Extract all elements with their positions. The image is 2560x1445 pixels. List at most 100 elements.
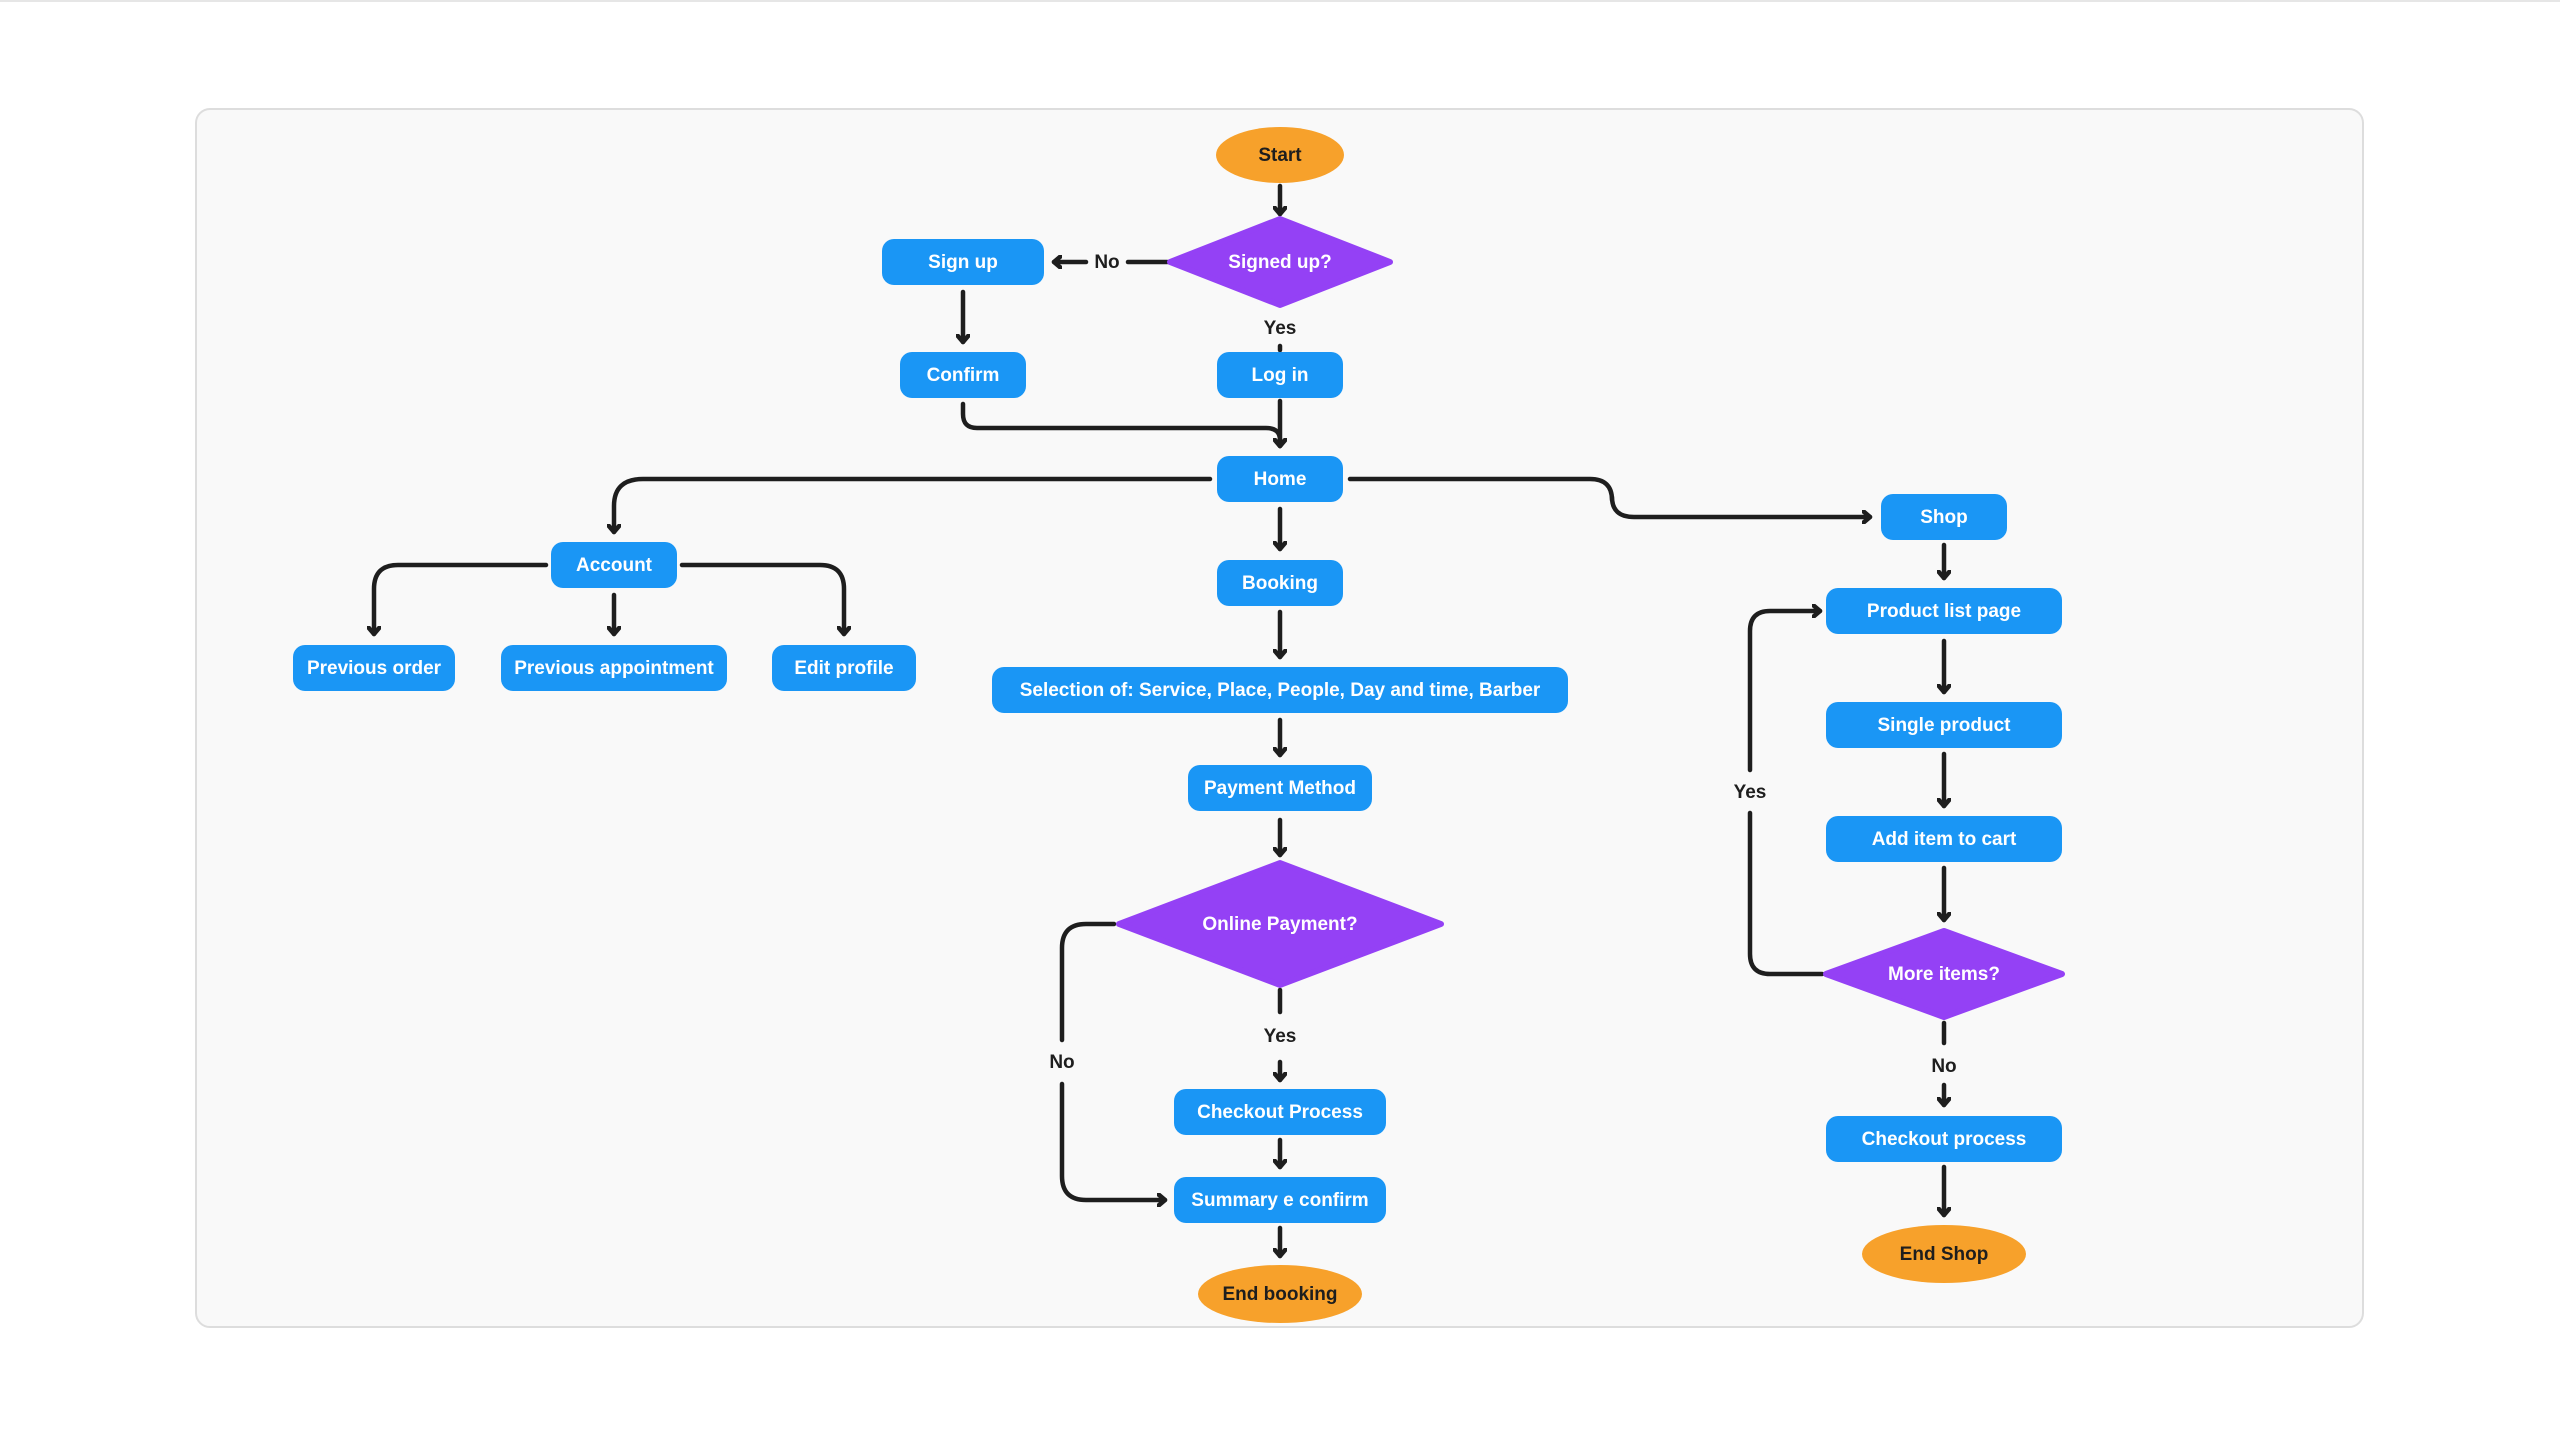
process-box: [1217, 456, 1343, 502]
node-confirm[interactable]: Confirm: [900, 352, 1026, 398]
edge-online-payment-to-checkout[interactable]: Yes: [1264, 987, 1297, 1083]
decision-diamond: [1167, 216, 1393, 308]
process-box: [1826, 702, 2062, 748]
node-label: Checkout Process: [1197, 1102, 1363, 1123]
edge-account-to-previous-order[interactable]: [374, 562, 549, 637]
edge-line: [374, 562, 549, 637]
edge-label: No: [1049, 1052, 1074, 1073]
process-box: [1826, 1116, 2062, 1162]
edge-line: [1059, 921, 1117, 1043]
node-add-to-cart[interactable]: Add item to cart: [1826, 816, 2062, 862]
node-label: Home: [1254, 469, 1307, 490]
process-box: [882, 239, 1044, 285]
node-label: Log in: [1252, 365, 1309, 386]
node-online-payment[interactable]: Online Payment?: [1116, 860, 1444, 988]
edge-line: [1747, 611, 1823, 773]
node-end-booking[interactable]: End booking: [1198, 1265, 1362, 1323]
terminal-oval: [1198, 1265, 1362, 1323]
edge-label: Yes: [1734, 782, 1767, 803]
node-label: Single product: [1878, 715, 2012, 736]
node-edit-profile[interactable]: Edit profile: [772, 645, 916, 691]
node-checkout-process-shop[interactable]: Checkout process: [1826, 1116, 2062, 1162]
decision-diamond: [1823, 928, 2065, 1020]
top-divider: [0, 0, 2560, 2]
node-label: Account: [576, 555, 653, 576]
edge-line: [1347, 476, 1873, 517]
decision-diamond: [1116, 860, 1444, 988]
node-label: Previous appointment: [514, 658, 714, 679]
node-label: Signed up?: [1228, 252, 1331, 273]
node-more-items[interactable]: More items?: [1823, 928, 2065, 1020]
node-label: Booking: [1242, 573, 1318, 594]
node-previous-order[interactable]: Previous order: [293, 645, 455, 691]
node-label: Confirm: [927, 365, 1000, 386]
edge-signed-up-to-log-in[interactable]: Yes: [1264, 318, 1297, 353]
edge-more-items-to-product-list[interactable]: Yes: [1734, 611, 1825, 977]
node-sign-up[interactable]: Sign up: [882, 239, 1044, 285]
edge-line: [1747, 810, 1825, 977]
node-label: Payment Method: [1204, 778, 1356, 799]
node-payment-method[interactable]: Payment Method: [1188, 765, 1372, 811]
process-box: [293, 645, 455, 691]
node-label: Start: [1258, 145, 1302, 166]
process-box: [1826, 816, 2062, 862]
node-booking[interactable]: Booking: [1217, 560, 1343, 606]
node-label: Product list page: [1867, 601, 2021, 622]
node-label: Summary e confirm: [1191, 1190, 1368, 1211]
process-box: [1174, 1177, 1386, 1223]
node-single-product[interactable]: Single product: [1826, 702, 2062, 748]
process-box: [551, 542, 677, 588]
process-box: [992, 667, 1568, 713]
edge-line: [1059, 1081, 1168, 1200]
terminal-oval: [1862, 1225, 2026, 1283]
edge-home-to-account[interactable]: [614, 476, 1213, 535]
node-summary-confirm[interactable]: Summary e confirm: [1174, 1177, 1386, 1223]
process-box: [772, 645, 916, 691]
terminal-oval: [1216, 127, 1344, 183]
node-label: More items?: [1888, 964, 2000, 985]
edge-home-to-shop[interactable]: [1347, 476, 1873, 517]
node-label: Online Payment?: [1202, 914, 1357, 935]
edge-account-to-edit-profile[interactable]: [679, 562, 844, 637]
process-box: [900, 352, 1026, 398]
node-label: Checkout process: [1862, 1129, 2027, 1150]
process-box: [1217, 560, 1343, 606]
node-log-in[interactable]: Log in: [1217, 352, 1343, 398]
node-label: Edit profile: [794, 658, 893, 679]
node-product-list[interactable]: Product list page: [1826, 588, 2062, 634]
node-signed-up[interactable]: Signed up?: [1167, 216, 1393, 308]
node-label: End booking: [1222, 1284, 1337, 1305]
node-label: Selection of: Service, Place, People, Da…: [1020, 680, 1541, 701]
node-label: Sign up: [928, 252, 998, 273]
node-account[interactable]: Account: [551, 542, 677, 588]
edge-label: No: [1931, 1056, 1956, 1077]
process-box: [1174, 1089, 1386, 1135]
node-checkout-process-booking[interactable]: Checkout Process: [1174, 1089, 1386, 1135]
node-label: End Shop: [1900, 1244, 1989, 1265]
edge-line: [679, 562, 844, 637]
edge-line: [614, 476, 1213, 535]
edge-more-items-to-checkout[interactable]: No: [1931, 1020, 1957, 1108]
process-box: [501, 645, 727, 691]
process-box: [1217, 352, 1343, 398]
process-box: [1881, 494, 2007, 540]
node-home[interactable]: Home: [1217, 456, 1343, 502]
node-label: Previous order: [307, 658, 442, 679]
node-shop[interactable]: Shop: [1881, 494, 2007, 540]
edge-label: Yes: [1264, 1026, 1297, 1047]
edge-label: Yes: [1264, 318, 1297, 339]
node-label: Add item to cart: [1872, 829, 2017, 850]
edge-label: No: [1094, 252, 1119, 273]
node-selection[interactable]: Selection of: Service, Place, People, Da…: [992, 667, 1568, 713]
node-end-shop[interactable]: End Shop: [1862, 1225, 2026, 1283]
node-label: Shop: [1920, 507, 1968, 528]
node-previous-appointment[interactable]: Previous appointment: [501, 645, 727, 691]
process-box: [1188, 765, 1372, 811]
node-start[interactable]: Start: [1216, 127, 1344, 183]
edge-online-payment-to-summary[interactable]: No: [1049, 921, 1168, 1200]
edge-signed-up-to-sign-up[interactable]: No: [1051, 252, 1170, 273]
